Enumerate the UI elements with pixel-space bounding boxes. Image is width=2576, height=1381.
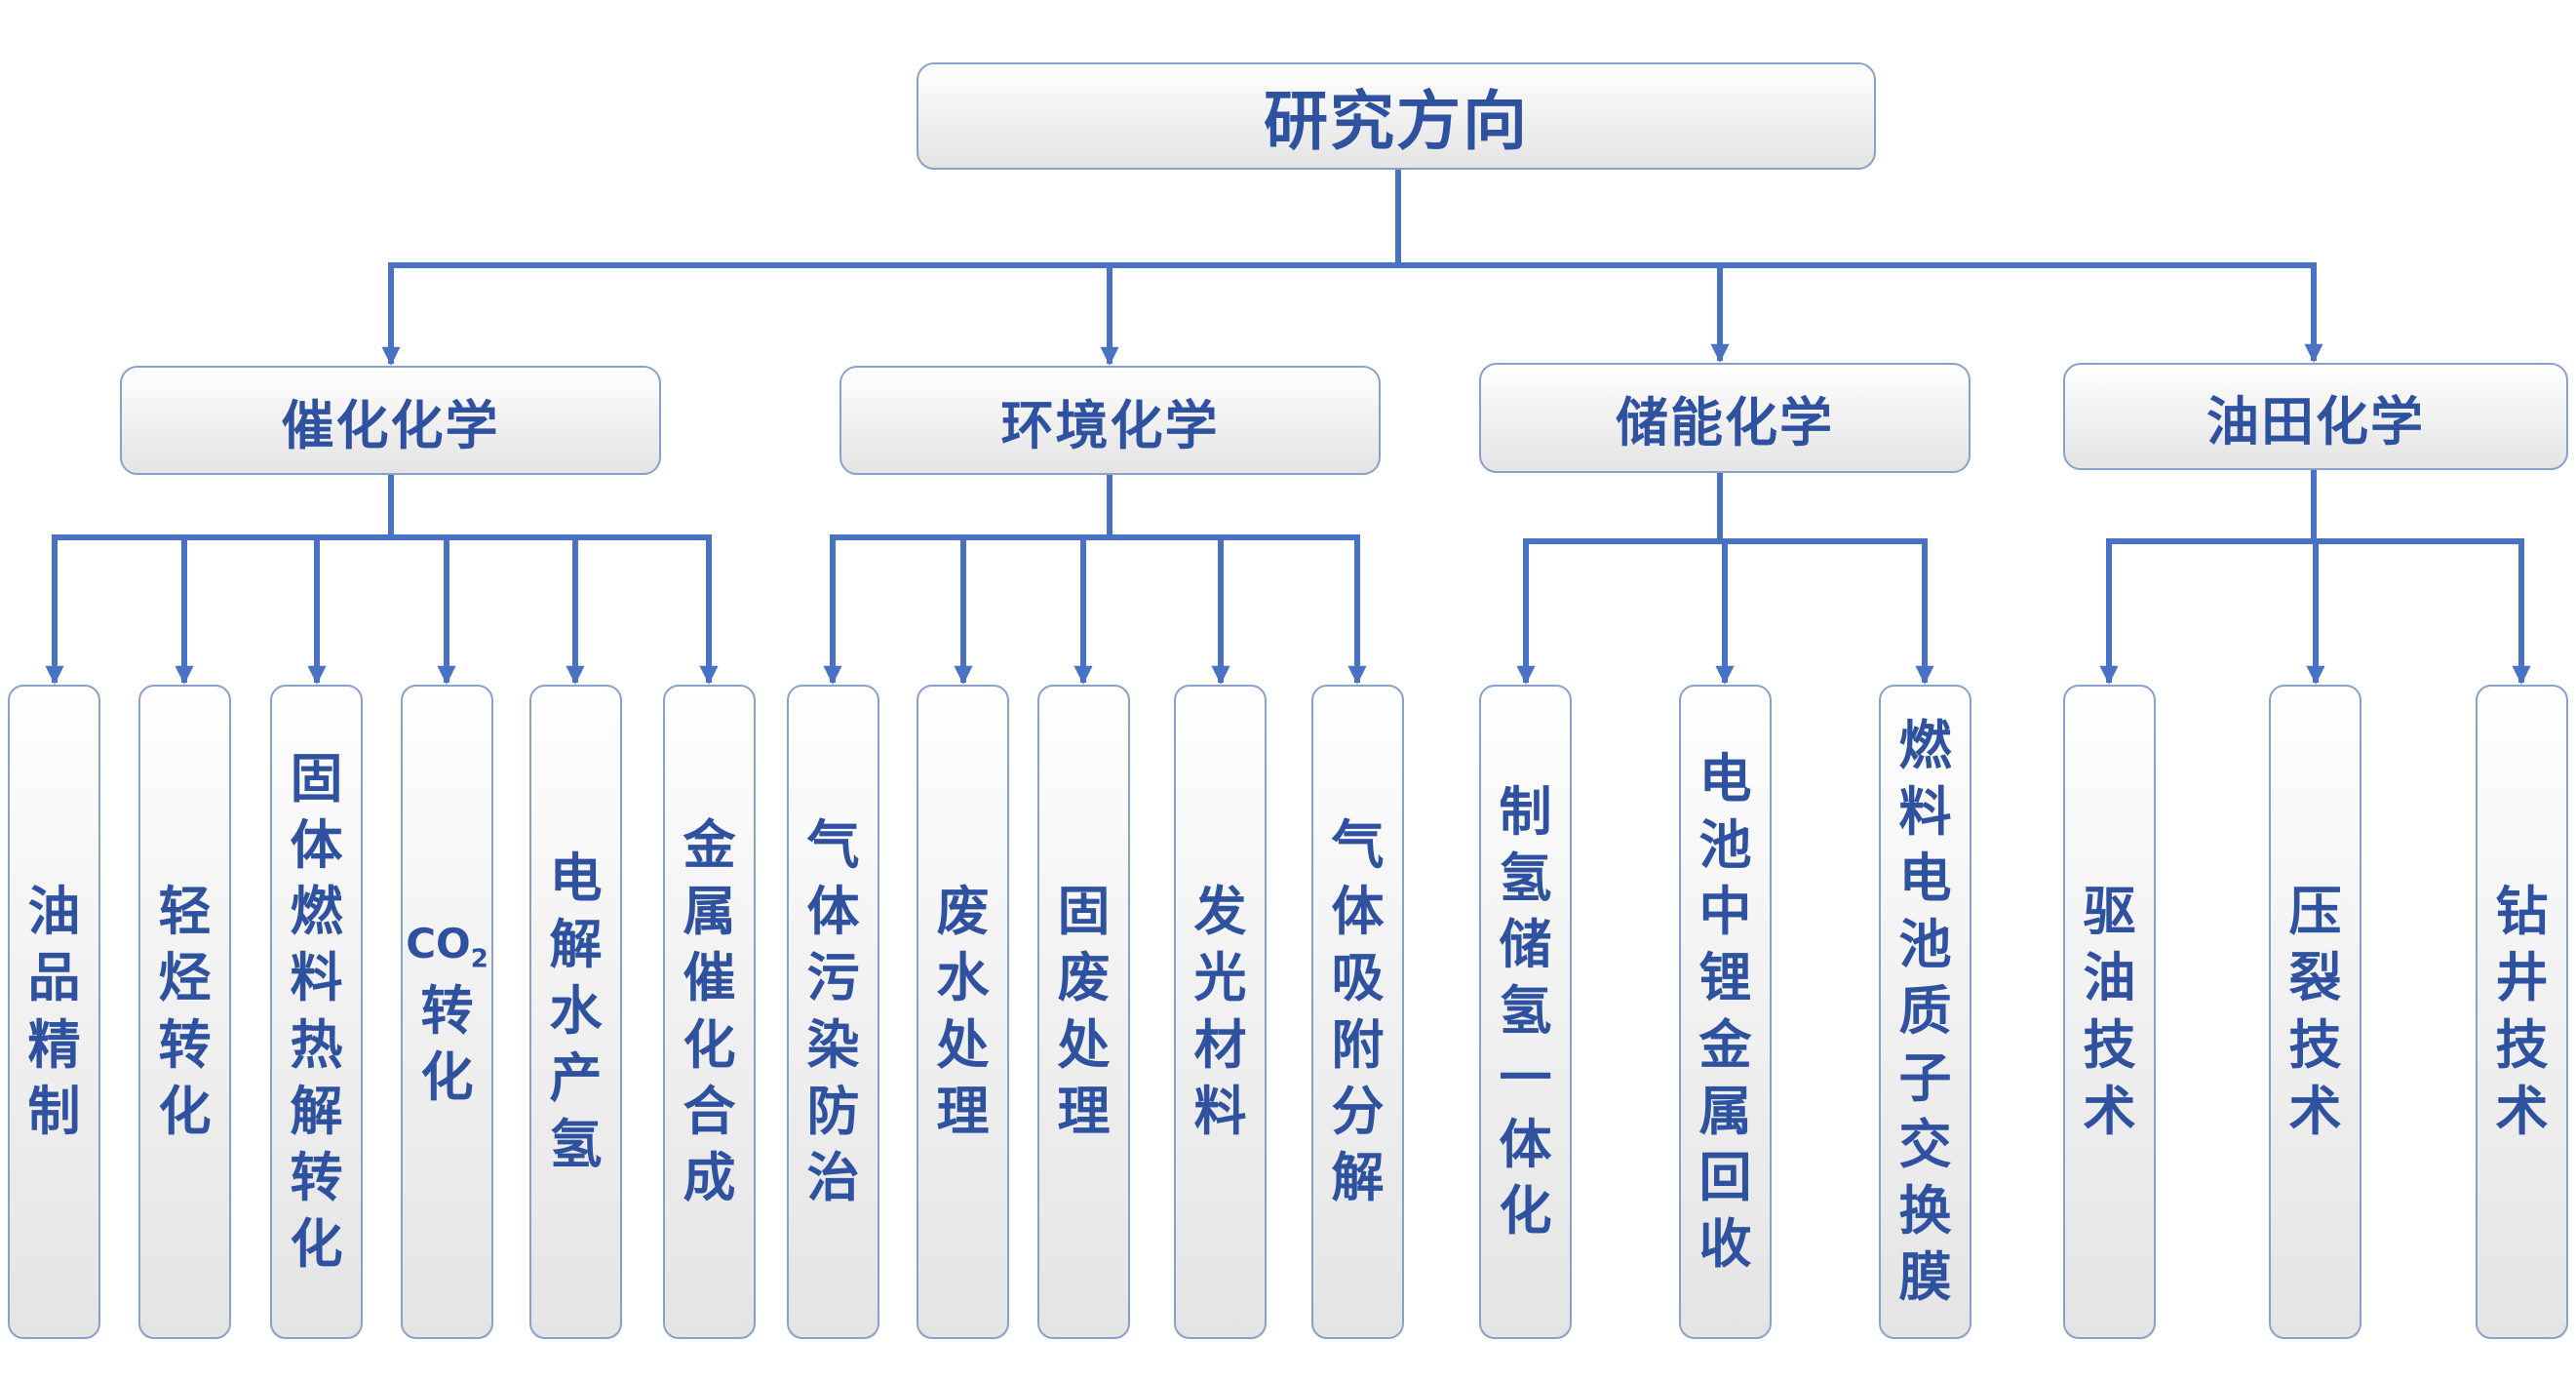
leaf-box-2-1: 气体污染防治: [787, 685, 879, 1339]
leaf-label: 气体吸附分解: [1331, 814, 1385, 1208]
leaf-label: 钻井技术: [2495, 881, 2549, 1142]
leaf-box-3-1: 制氢储氢一体化: [1479, 685, 1572, 1339]
category-box-4: 油田化学: [2063, 363, 2568, 470]
leaf-box-1-2: 轻烃转化: [138, 685, 231, 1339]
leaf-box-2-5: 气体吸附分解: [1311, 685, 1404, 1339]
leaf-box-4-1: 驱油技术: [2063, 685, 2156, 1339]
leaf-label: 压裂技术: [2288, 881, 2342, 1142]
leaf-box-1-3: 固体燃料热解转化: [270, 685, 363, 1339]
leaf-label: 发光材料: [1193, 881, 1247, 1142]
leaf-label: 气体污染防治: [806, 814, 860, 1208]
root-box: 研究方向: [917, 62, 1876, 170]
leaf-label: 固废处理: [1057, 881, 1111, 1142]
category-box-1: 催化化学: [120, 366, 661, 475]
leaf-box-1-6: 金属催化合成: [663, 685, 756, 1339]
leaf-box-3-2: 电池中锂金属回收: [1679, 685, 1772, 1339]
leaf-box-2-3: 固废处理: [1037, 685, 1130, 1339]
category-box-2: 环境化学: [839, 366, 1381, 475]
leaf-box-4-2: 压裂技术: [2269, 685, 2361, 1339]
leaf-box-1-1: 油品精制: [8, 685, 100, 1339]
leaf-label: 电解水产氢: [549, 848, 603, 1175]
leaf-label: 制氢储氢一体化: [1499, 781, 1552, 1242]
leaf-box-2-2: 废水处理: [917, 685, 1009, 1339]
leaf-box-4-3: 钻井技术: [2476, 685, 2568, 1339]
leaf-label: 油品精制: [27, 881, 81, 1142]
leaf-label: 废水处理: [936, 881, 990, 1142]
leaf-label: 轻烃转化: [158, 881, 212, 1142]
category-box-3: 储能化学: [1479, 363, 1971, 473]
leaf-label: 电池中锂金属回收: [1698, 748, 1752, 1275]
leaf-label: 燃料电池质子交换膜: [1898, 715, 1952, 1308]
leaf-label: 固体燃料热解转化: [290, 748, 343, 1275]
leaf-label: 金属催化合成: [683, 814, 736, 1208]
leaf-box-1-5: 电解水产氢: [529, 685, 622, 1339]
leaf-box-3-3: 燃料电池质子交换膜: [1879, 685, 1971, 1339]
leaf-label: 驱油技术: [2083, 881, 2136, 1142]
leaf-box-2-4: 发光材料: [1174, 685, 1267, 1339]
